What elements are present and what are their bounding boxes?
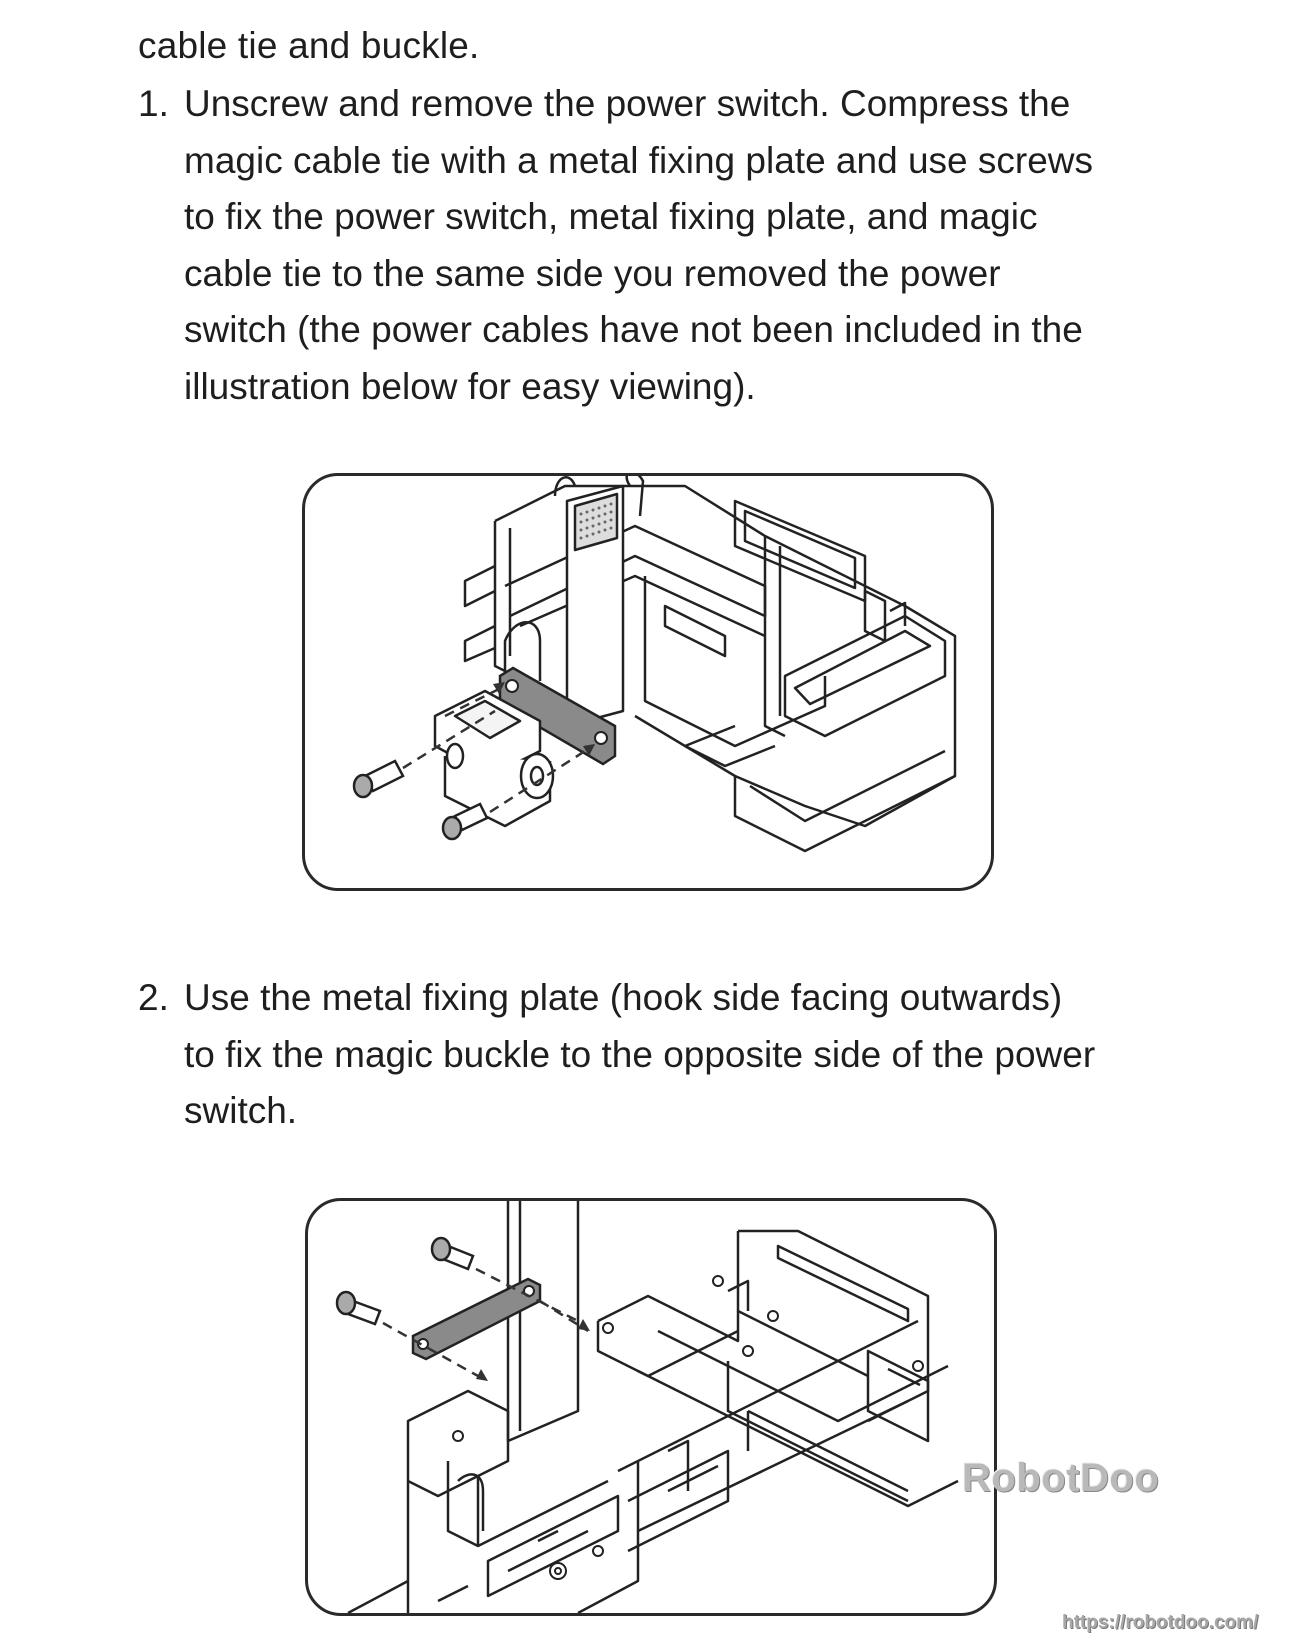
step-number: 1. xyxy=(138,83,169,124)
step-line: magic cable tie with a metal fixing plat… xyxy=(184,139,1093,181)
step-line: to fix the power switch, metal fixing pl… xyxy=(184,196,1038,237)
watermark-url: https://robotdoo.com/ xyxy=(1062,1612,1259,1633)
step-body: Unscrew and remove the power switch. Com… xyxy=(184,76,1178,415)
watermark-brand: RobotDoo xyxy=(962,1456,1160,1500)
step-body: Use the metal fixing plate (hook side fa… xyxy=(184,970,1178,1140)
intro-text: cable tie and buckle. xyxy=(138,25,480,66)
step-1: 1. Unscrew and remove the power switch. … xyxy=(138,76,1178,415)
frame-buckle-diagram xyxy=(335,1201,959,1613)
frame-switch-diagram xyxy=(352,476,957,853)
step-line: Use the metal fixing plate (hook side fa… xyxy=(184,977,1063,1018)
step-line: switch (the power cables have not been i… xyxy=(184,309,1083,350)
step-line: to fix the magic buckle to the opposite … xyxy=(184,1033,1096,1075)
step-line: illustration below for easy viewing). xyxy=(184,365,756,407)
step-line: switch. xyxy=(184,1090,298,1131)
step-line: Unscrew and remove the power switch. Com… xyxy=(184,83,1071,124)
illustration-step-2 xyxy=(305,1198,997,1616)
step-number: 2. xyxy=(138,977,169,1018)
illustration-step-1 xyxy=(302,473,994,891)
step-line: cable tie to the same side you removed t… xyxy=(184,252,1001,294)
step-2: 2. Use the metal fixing plate (hook side… xyxy=(138,970,1178,1140)
